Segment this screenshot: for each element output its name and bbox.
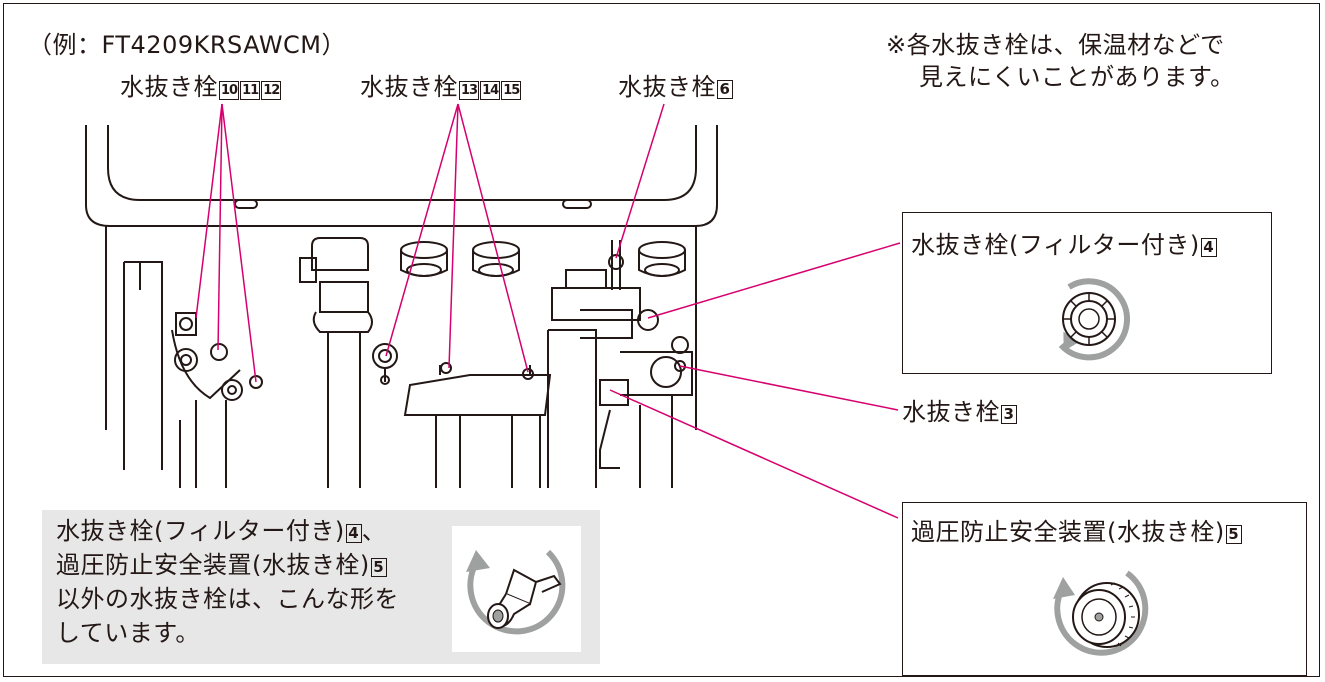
drain-plug-text: 水抜き栓 bbox=[120, 73, 218, 101]
drain-plug-text: 水抜き栓 bbox=[618, 73, 716, 101]
num-badge-13: 13 bbox=[459, 81, 480, 100]
callout-relief-valve: 過圧防止安全装置(水抜き栓)5 bbox=[902, 502, 1307, 676]
note-line1-tail: 、 bbox=[361, 517, 387, 545]
note-line4: しています。 bbox=[56, 619, 200, 647]
example-label: （例：FT4209KRSAWCM） bbox=[28, 31, 347, 59]
callout-filter-text: 水抜き栓(フィルター付き) bbox=[911, 231, 1200, 259]
figure-frame bbox=[3, 3, 1320, 677]
num-badge-5: 5 bbox=[1225, 525, 1242, 544]
num-badge-4-note: 4 bbox=[345, 524, 362, 543]
note-line1: 水抜き栓(フィルター付き)4、 bbox=[56, 516, 386, 546]
num-badge-10: 10 bbox=[219, 81, 240, 100]
filter-plug-icon bbox=[1058, 278, 1130, 361]
note-line3: 以外の水抜き栓は、こんな形を bbox=[56, 585, 399, 613]
visibility-note-line2: 見えにくいことがあります。 bbox=[919, 63, 1235, 91]
callout-filter-drain-plug: 水抜き栓(フィルター付き)4 bbox=[902, 212, 1272, 374]
callout-relief-label: 過圧防止安全装置(水抜き栓)5 bbox=[911, 517, 1242, 547]
callout-relief-text: 過圧防止安全装置(水抜き栓) bbox=[911, 518, 1225, 546]
standard-drain-plug-icon bbox=[466, 549, 566, 635]
num-badge-15: 15 bbox=[501, 81, 522, 100]
note-line1-text: 水抜き栓(フィルター付き) bbox=[56, 517, 345, 545]
relief-valve-icon bbox=[1053, 570, 1149, 656]
num-badge-6: 6 bbox=[717, 80, 733, 99]
num-badge-5-note: 5 bbox=[370, 558, 387, 577]
drain-plug-text: 水抜き栓 bbox=[360, 73, 458, 101]
num-badge-12: 12 bbox=[261, 81, 282, 100]
num-badge-14: 14 bbox=[480, 81, 501, 100]
num-badge-4: 4 bbox=[1200, 238, 1217, 257]
note-line2-text: 過圧防止安全装置(水抜き栓) bbox=[56, 551, 370, 579]
note-line2: 過圧防止安全装置(水抜き栓)5 bbox=[56, 550, 387, 580]
callout-filter-label: 水抜き栓(フィルター付き)4 bbox=[911, 230, 1217, 260]
note-icon-panel bbox=[452, 526, 581, 652]
num-badge-3: 3 bbox=[1001, 405, 1017, 424]
num-badge-11: 11 bbox=[240, 81, 261, 100]
drain-plug-text: 水抜き栓 bbox=[902, 398, 1000, 426]
visibility-note-line1: ※各水抜き栓は、保温材などで bbox=[886, 31, 1225, 59]
